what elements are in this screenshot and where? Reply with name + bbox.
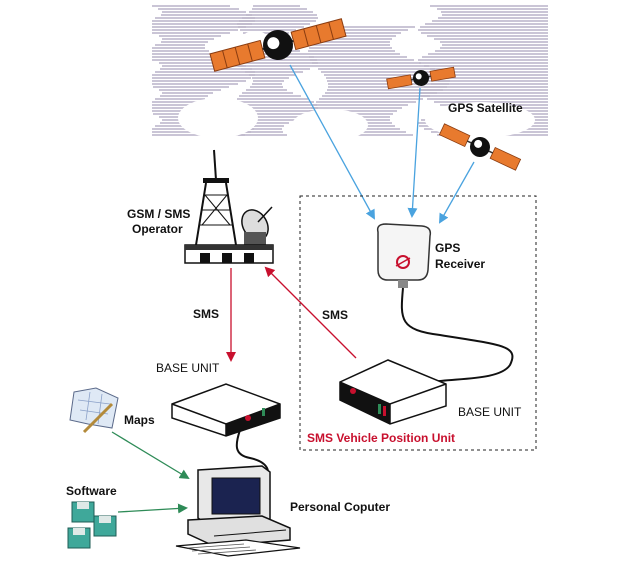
gps-satellite-label: GPS Satellite: [448, 101, 523, 115]
sms-up-label: SMS: [322, 308, 348, 322]
satellite-icon: [438, 123, 522, 171]
satellite-icon: [386, 66, 456, 90]
gsm-tower-icon: [184, 149, 274, 264]
gps-signal-arrow: [439, 161, 475, 224]
base-unit-pc-label: BASE UNIT: [156, 361, 220, 375]
software-label: Software: [66, 484, 117, 498]
maps-to-pc-arrow: [111, 431, 190, 480]
base-unit-icon: [171, 383, 281, 437]
gsm-operator-label-line1: GSM / SMS: [127, 207, 190, 221]
gsm-operator-label-line2: Operator: [132, 222, 183, 236]
receiver-cable: [400, 287, 514, 383]
gps-receiver-icon: [376, 223, 432, 288]
software-to-pc-arrow: [117, 503, 188, 514]
vehicle-unit-label: SMS Vehicle Position Unit: [307, 431, 455, 445]
world-map: [152, 5, 548, 137]
maps-label: Maps: [124, 413, 155, 427]
maps-icon: [69, 387, 119, 434]
personal-computer-label: Personal Coputer: [290, 500, 390, 514]
sms-arrow-up: [264, 266, 357, 359]
base-unit-vehicle-label: BASE UNIT: [458, 405, 522, 419]
gps-signal-arrow: [289, 64, 375, 220]
floppy-disks-icon: [67, 501, 117, 549]
personal-computer-icon: [175, 465, 301, 557]
gps-signal-arrows: [289, 64, 475, 224]
satellite-icon: [209, 18, 347, 72]
gps-receiver-label-line2: Receiver: [435, 257, 485, 271]
base-unit-icon: [339, 359, 447, 425]
gps-signal-arrow: [407, 87, 421, 218]
gps-receiver-label-line1: GPS: [435, 241, 460, 255]
sms-down-label: SMS: [193, 307, 219, 321]
vehicle-unit-frame: [299, 195, 537, 451]
